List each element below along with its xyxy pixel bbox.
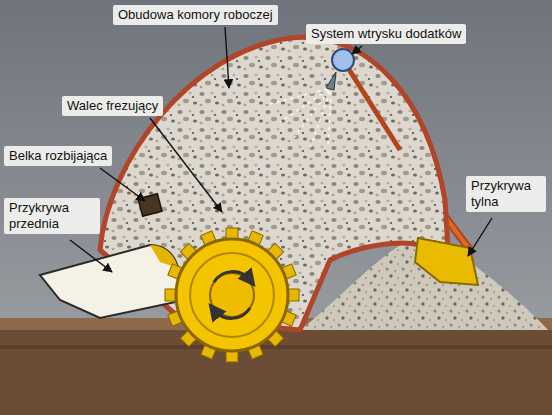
leader-line [352, 46, 362, 54]
injection-ball [332, 49, 354, 71]
leader-line [70, 240, 112, 272]
spray [270, 89, 331, 148]
ground [0, 318, 552, 415]
part-label: Przykrywa tylna [466, 176, 546, 212]
leader-lines [70, 27, 492, 272]
leader-line [150, 118, 222, 212]
rear-cover [415, 238, 478, 285]
part-label: Przykrywa przednia [4, 198, 100, 234]
part-label: Obudowa komory roboczej [113, 5, 278, 25]
part-label: Walec frezujący [62, 96, 163, 116]
spray-nozzle [326, 72, 336, 90]
part-label: Belka rozbijająca [4, 146, 112, 166]
leader-line [225, 27, 229, 88]
injection-arm [343, 60, 400, 150]
front-cover [40, 245, 185, 318]
leader-line [468, 218, 492, 256]
milling-drum [165, 228, 299, 362]
leader-line [100, 168, 145, 201]
part-label: System wtrysku dodatków [306, 24, 466, 44]
breaker-beam [138, 194, 162, 217]
